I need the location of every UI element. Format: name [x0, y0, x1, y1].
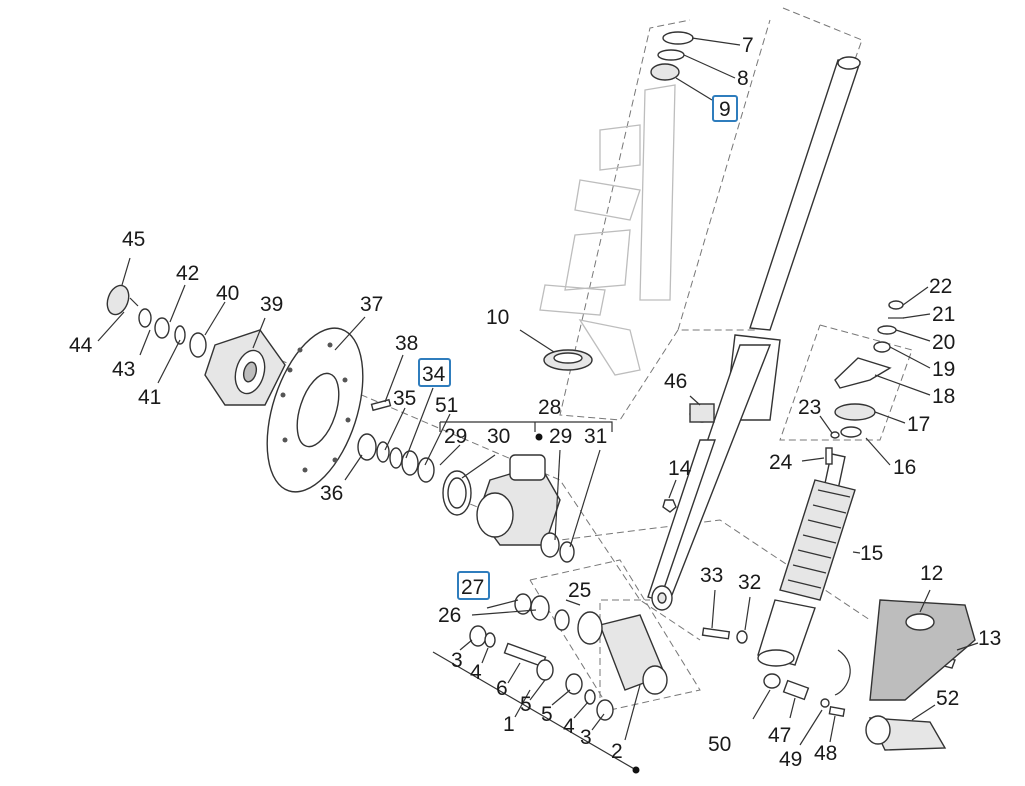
mudguard-part: [869, 599, 976, 701]
part-46-bushing: [689, 403, 715, 423]
sensor-parts: [763, 649, 851, 717]
part-label-7: 7: [742, 34, 754, 57]
part-label-4b: 4: [563, 715, 575, 738]
part-label-5b: 5: [541, 703, 553, 726]
brake-disc: [266, 327, 364, 493]
fork-tube: [647, 56, 861, 611]
part-label-51: 51: [435, 394, 458, 417]
head-bearing-parts: [543, 31, 694, 371]
part-label-47: 47: [768, 724, 791, 747]
part-label-18: 18: [932, 385, 955, 408]
part-label-5a: 5: [520, 693, 532, 716]
part-label-49: 49: [779, 748, 802, 771]
part-label-20: 20: [932, 331, 955, 354]
part-label-9[interactable]: 9: [719, 98, 731, 121]
part-label-39: 39: [260, 293, 283, 316]
part-labels: 7 8 9 10 12 13 14 15 16 17 18 19 20 21 2…: [69, 34, 1001, 771]
part-label-16: 16: [893, 456, 916, 479]
shock-absorber: [757, 453, 856, 667]
part-label-35: 35: [393, 387, 416, 410]
part-label-46: 46: [664, 370, 687, 393]
highlight-box-34: [418, 358, 451, 387]
steering-column-ghost: [539, 84, 676, 376]
highlight-box-9: [712, 95, 738, 122]
assembly-outlines: [279, 7, 913, 720]
part-label-37: 37: [360, 293, 383, 316]
part-label-27[interactable]: 27: [461, 576, 484, 599]
part-label-40: 40: [216, 282, 239, 305]
part-label-30: 30: [487, 425, 510, 448]
part-label-4a: 4: [470, 661, 482, 684]
part-label-12: 12: [920, 562, 943, 585]
part-label-22: 22: [929, 275, 952, 298]
part-label-50: 50: [708, 733, 731, 756]
part-label-29a: 29: [444, 425, 467, 448]
part-label-10: 10: [486, 306, 509, 329]
leader-lines: [97, 37, 979, 774]
part-label-45: 45: [122, 228, 145, 251]
swing-link-parts: [469, 593, 668, 721]
part-label-43: 43: [112, 358, 135, 381]
part-label-14: 14: [668, 457, 692, 480]
part-label-44: 44: [69, 334, 93, 357]
highlight-box-27: [457, 571, 490, 600]
part-label-25: 25: [568, 579, 591, 602]
part-label-15: 15: [860, 542, 883, 565]
part-label-3a: 3: [451, 649, 463, 672]
wheel-hub: [204, 329, 286, 406]
part-label-41: 41: [138, 386, 161, 409]
part-label-23: 23: [798, 396, 821, 419]
part-label-28: 28: [538, 396, 561, 419]
part-label-19: 19: [932, 358, 955, 381]
part-label-34[interactable]: 34: [422, 363, 446, 386]
bearings-and-seals: [357, 398, 472, 516]
part-label-13: 13: [978, 627, 1001, 650]
part-label-36: 36: [320, 482, 343, 505]
part-label-33: 33: [700, 564, 723, 587]
highlight-boxes: [418, 95, 738, 600]
part-label-24: 24: [769, 451, 793, 474]
part-label-1: 1: [503, 713, 515, 736]
part-label-8: 8: [737, 67, 749, 90]
part-label-48: 48: [814, 742, 837, 765]
grip-cover: [865, 715, 947, 751]
part-label-52: 52: [936, 687, 959, 710]
part-label-42: 42: [176, 262, 199, 285]
part-label-2: 2: [611, 740, 623, 763]
part-label-38: 38: [395, 332, 418, 355]
shock-mount-parts: [825, 300, 904, 465]
part-label-26: 26: [438, 604, 461, 627]
hub-small-parts: [106, 284, 207, 358]
part-label-29b: 29: [549, 425, 572, 448]
part-label-6: 6: [496, 677, 508, 700]
wheel-spindle-housing: [476, 454, 575, 563]
part-label-31: 31: [584, 425, 607, 448]
part-label-32: 32: [738, 571, 761, 594]
part-label-17: 17: [907, 413, 930, 436]
part-label-3b: 3: [580, 726, 592, 749]
part-label-21: 21: [932, 303, 955, 326]
